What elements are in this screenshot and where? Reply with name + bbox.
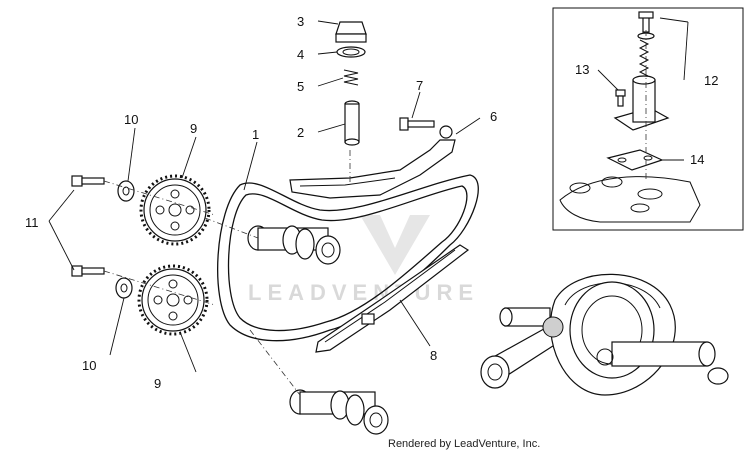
callout-10-upper: 10 xyxy=(124,112,138,127)
footer-credit: Rendered by LeadVenture, Inc. xyxy=(388,438,541,450)
intake-camshaft xyxy=(247,225,341,265)
callout-5: 5 xyxy=(297,79,304,94)
watermark-text: LEADVENTURE xyxy=(248,280,479,305)
lower-camshaft-sprocket xyxy=(137,264,209,336)
timing-chain xyxy=(217,174,479,342)
callout-1: 1 xyxy=(252,127,259,142)
sprocket-washers xyxy=(115,180,135,299)
callout-9-upper: 9 xyxy=(190,121,197,136)
tensioner-spring xyxy=(343,69,359,86)
tensioner-cap-bolt xyxy=(335,21,367,43)
tensioner-washer xyxy=(336,46,366,58)
callout-6: 6 xyxy=(490,109,497,124)
callout-12: 12 xyxy=(704,73,718,88)
upper-camshaft-sprocket xyxy=(139,174,211,246)
callout-10-lower: 10 xyxy=(82,358,96,373)
chain-tensioner-slider xyxy=(289,125,456,199)
slider-pivot-bolt xyxy=(399,117,435,131)
callout-4: 4 xyxy=(297,47,304,62)
exhaust-camshaft xyxy=(289,389,389,435)
tensioner-plunger xyxy=(344,100,360,146)
callout-2: 2 xyxy=(297,125,304,140)
callout-3: 3 xyxy=(297,14,304,29)
callout-9-lower: 9 xyxy=(154,376,161,391)
leadventure-watermark: LEADVENTURE xyxy=(248,215,479,305)
callout-11: 11 xyxy=(25,215,39,230)
crankshaft-assembly xyxy=(480,273,729,396)
callout-8: 8 xyxy=(430,348,437,363)
callout-7: 7 xyxy=(416,78,423,93)
callout-labels: 3 4 5 2 7 6 1 8 9 9 10 10 11 12 13 14 xyxy=(25,14,718,391)
callout-leaders xyxy=(48,20,684,373)
chain-guide xyxy=(315,244,470,353)
callout-14: 14 xyxy=(690,152,704,167)
sprocket-bolts xyxy=(71,175,105,277)
tensioner-detail-inset xyxy=(552,7,744,231)
callout-13: 13 xyxy=(575,62,589,77)
